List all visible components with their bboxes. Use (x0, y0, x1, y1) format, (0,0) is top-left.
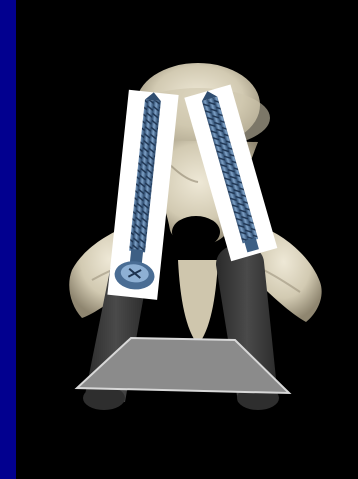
pedicle-screw-left (107, 90, 178, 300)
